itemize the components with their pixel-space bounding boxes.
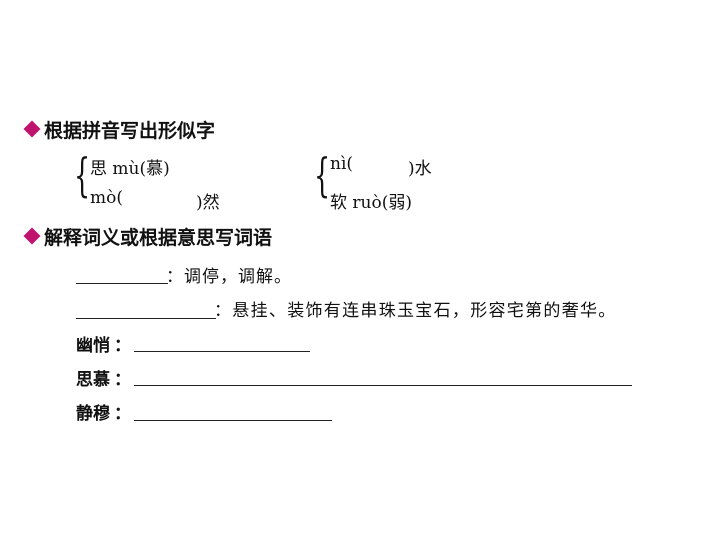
pair2-top-prefix: nì( [330, 154, 354, 174]
section2-title: 解释词义或根据意思写词语 [44, 227, 273, 249]
diamond-bullet-icon [23, 227, 41, 245]
pair1-bottom-suffix: )然 [196, 193, 220, 213]
pair2-bottom: 软 ruò(弱) [330, 193, 412, 213]
answer-blank-2[interactable] [76, 318, 216, 319]
section1-title: 根据拼音写出形似字 [44, 120, 216, 142]
diamond-bullet-icon [23, 120, 41, 138]
term-blank-1[interactable] [134, 351, 310, 352]
term-blank-3[interactable] [134, 420, 332, 421]
definition-2: ：悬挂、装饰有连串珠玉宝石，形容宅第的奢华。 [214, 301, 617, 321]
left-brace-1: { [74, 148, 91, 202]
term-label-1: 幽悄 [76, 336, 110, 356]
left-brace-2: { [314, 148, 331, 202]
term-colon-2: ： [114, 370, 131, 390]
term-label-2: 思慕 [76, 370, 110, 390]
term-colon-3: ： [114, 404, 131, 424]
term-blank-2[interactable] [134, 385, 632, 386]
pair1-bottom-prefix: mò( [90, 188, 123, 208]
pair1-top: 思 mù(慕) [90, 159, 170, 179]
pair2-top-suffix: )水 [408, 159, 432, 179]
term-colon-1: ： [114, 336, 131, 356]
definition-1: ：调停，调解。 [166, 267, 292, 287]
term-label-3: 静穆 [76, 404, 110, 424]
answer-blank-1[interactable] [76, 283, 168, 284]
